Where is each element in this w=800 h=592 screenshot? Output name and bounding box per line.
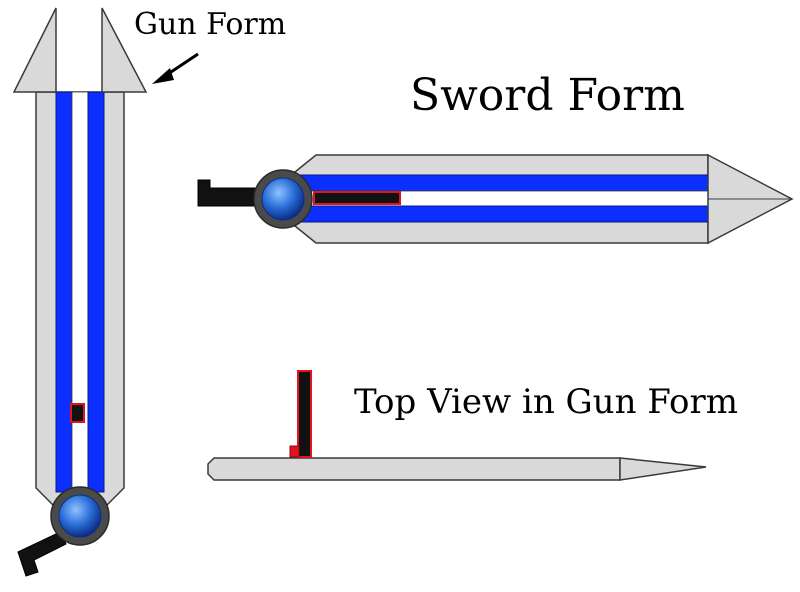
sword-form-bottom-channel (299, 205, 709, 223)
sword-form-trigger-bar (313, 191, 401, 205)
top-view-red-block (289, 445, 300, 458)
sword-form-figure (197, 153, 794, 245)
gem-icon (261, 177, 305, 221)
gun-form-center-channel (71, 91, 89, 493)
gun-form-tip-right (101, 7, 148, 93)
gun-form-tip-left (12, 7, 57, 93)
sword-form-label: Sword Form (410, 70, 685, 121)
arrow-icon (152, 52, 199, 84)
top-view-trigger (297, 370, 312, 458)
gun-form-right-channel (87, 91, 105, 493)
top-view-blade (207, 457, 621, 481)
gun-form-trigger-slot (70, 403, 85, 423)
gun-form-left-channel (55, 91, 73, 493)
gun-form-figure (12, 7, 148, 577)
top-view-figure (207, 370, 707, 481)
top-view-label: Top View in Gun Form (354, 382, 738, 422)
top-view-tip (619, 457, 707, 481)
gem-icon (58, 494, 102, 538)
gun-form-label: Gun Form (134, 7, 287, 42)
gun-form-grip (17, 531, 67, 577)
sword-form-top-channel (299, 174, 709, 192)
